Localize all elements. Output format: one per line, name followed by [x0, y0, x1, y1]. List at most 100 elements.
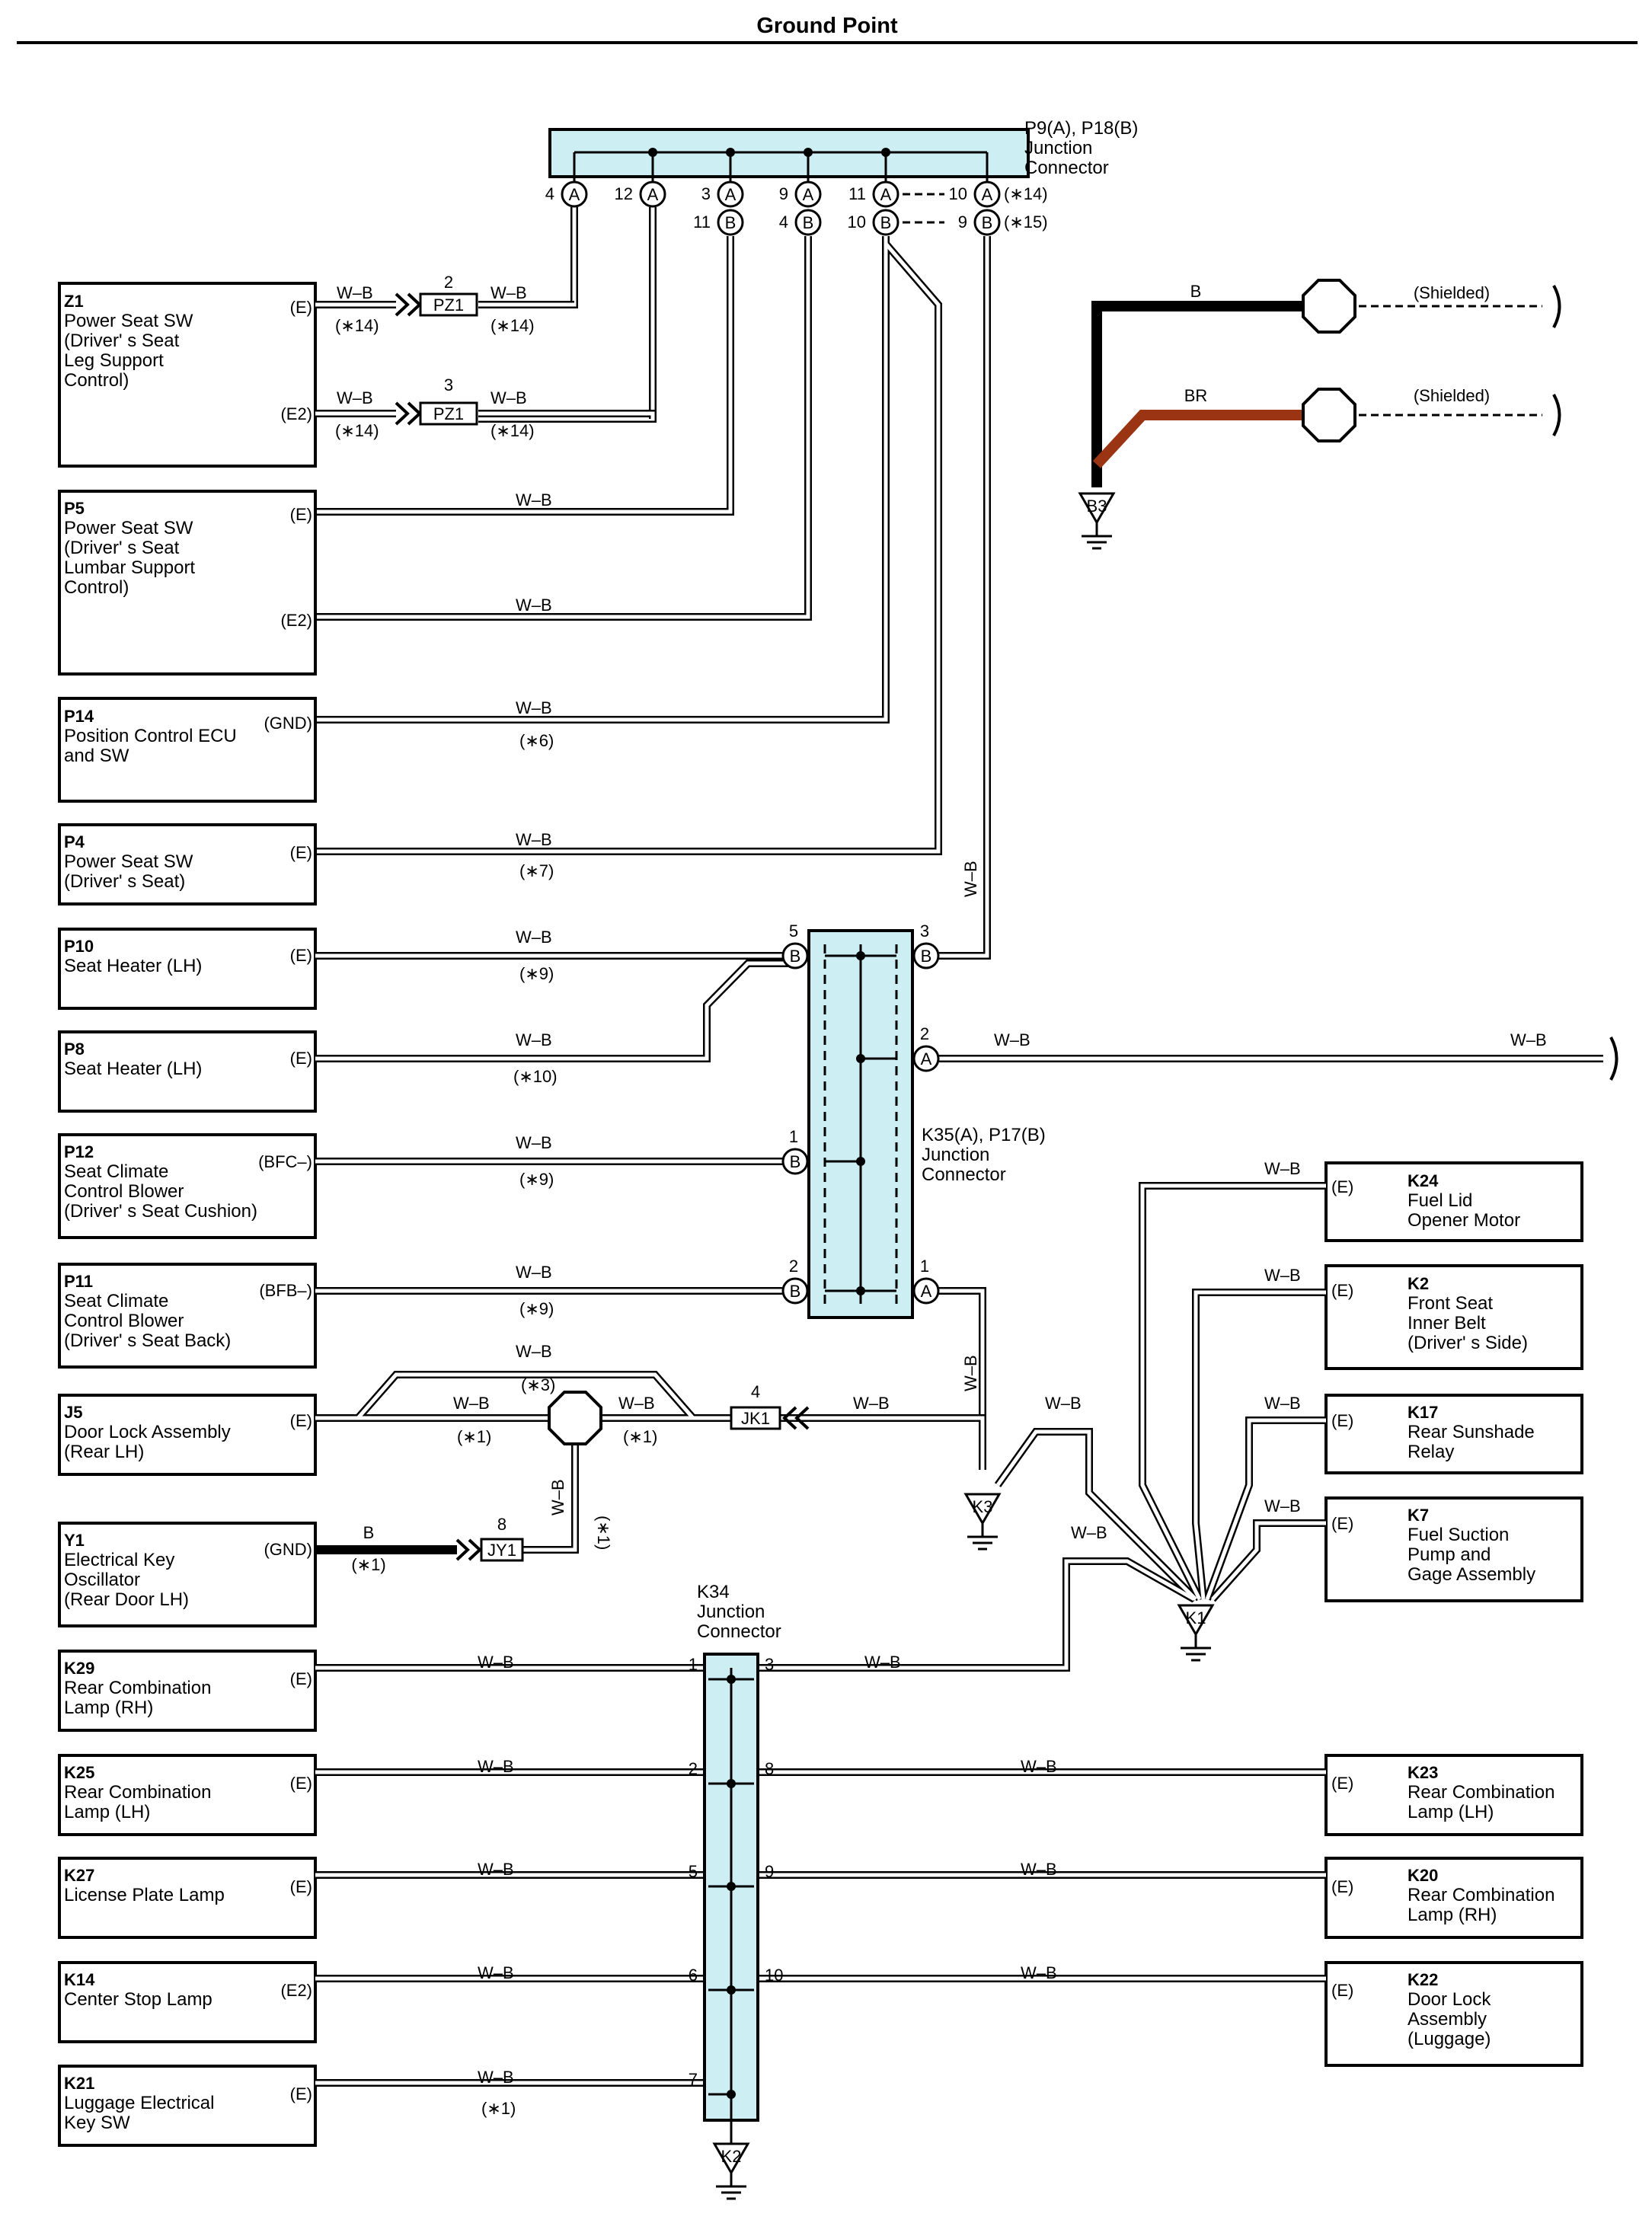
mid-junction-dots — [856, 951, 865, 1295]
svg-text:W–B: W–B — [994, 1030, 1031, 1049]
svg-text:2: 2 — [444, 273, 453, 292]
svg-text:W–B: W–B — [1021, 1860, 1057, 1879]
svg-text:Rear Combination: Rear Combination — [1408, 1885, 1555, 1905]
svg-text:(Driver' s Seat Cushion): (Driver' s Seat Cushion) — [64, 1201, 257, 1222]
svg-text:Rear Combination: Rear Combination — [1408, 1782, 1555, 1803]
component-k17: (E) K17 Rear Sunshade Relay — [1331, 1403, 1535, 1462]
svg-text:Leg Support: Leg Support — [64, 350, 164, 371]
svg-text:W–B: W–B — [516, 928, 552, 947]
svg-text:W–B: W–B — [853, 1394, 890, 1413]
svg-text:P5: P5 — [64, 499, 85, 518]
pin-a-10 — [973, 180, 1001, 208]
pin-letter: B — [725, 213, 737, 232]
svg-text:(E): (E) — [290, 1877, 312, 1896]
svg-text:W–B: W–B — [1071, 1523, 1107, 1542]
svg-text:Fuel Suction: Fuel Suction — [1408, 1525, 1509, 1545]
pz1-splice-bottom: PZ1 3 — [395, 375, 478, 426]
svg-text:W–B: W–B — [1264, 1496, 1301, 1516]
svg-text:Lamp (LH): Lamp (LH) — [1408, 1802, 1494, 1822]
svg-text:P11: P11 — [64, 1272, 93, 1291]
svg-text:(E): (E) — [1331, 1411, 1353, 1430]
svg-text:W–B: W–B — [516, 596, 552, 615]
svg-text:Lamp (RH): Lamp (RH) — [64, 1698, 153, 1718]
note-14: (∗14) — [1004, 184, 1048, 203]
svg-text:(E): (E) — [290, 1774, 312, 1793]
j5-wire-labels: W–B (∗1) W–B (∗1) W–B (∗3) W–B W–B (∗1) — [453, 1342, 890, 1550]
svg-text:3: 3 — [920, 921, 929, 941]
pin-number: 9 — [958, 212, 967, 232]
svg-text:8: 8 — [497, 1515, 506, 1534]
pin-number: 4 — [545, 184, 554, 203]
component-k14: K14 Center Stop Lamp (E2) — [64, 1970, 312, 2010]
svg-text:W–B: W–B — [478, 1963, 514, 1982]
svg-text:(∗1): (∗1) — [457, 1427, 491, 1446]
svg-text:Power Seat SW: Power Seat SW — [64, 851, 193, 872]
svg-text:P8: P8 — [64, 1040, 85, 1059]
bottom-junction-label-2: Connector — [697, 1621, 781, 1642]
svg-text:P12: P12 — [64, 1142, 94, 1161]
svg-text:Power Seat SW: Power Seat SW — [64, 518, 193, 538]
svg-text:6: 6 — [689, 1966, 698, 1985]
svg-text:Z1: Z1 — [64, 292, 84, 311]
component-p4: P4 Power Seat SW (Driver' s Seat) (E) — [64, 832, 312, 892]
svg-text:Rear Combination: Rear Combination — [64, 1678, 211, 1698]
svg-text:(E): (E) — [1331, 1177, 1353, 1196]
svg-text:JK1: JK1 — [741, 1409, 770, 1428]
left-components — [58, 282, 317, 2147]
svg-text:Y1: Y1 — [64, 1531, 85, 1550]
svg-text:(E2): (E2) — [280, 611, 312, 630]
svg-text:Control Blower: Control Blower — [64, 1311, 184, 1331]
mid-wires — [315, 952, 1603, 1470]
svg-text:W–B: W–B — [478, 1653, 514, 1672]
pin-number: 4 — [779, 212, 788, 232]
svg-text:(∗14): (∗14) — [490, 316, 535, 335]
svg-text:(Rear LH): (Rear LH) — [64, 1442, 144, 1462]
svg-text:K2: K2 — [1408, 1274, 1429, 1293]
svg-text:(∗1): (∗1) — [594, 1516, 613, 1550]
pz1-splice-top: PZ1 2 — [395, 273, 478, 317]
k1-wires — [762, 1182, 1326, 1672]
svg-text:1: 1 — [920, 1257, 929, 1276]
svg-text:(GND): (GND) — [264, 1540, 312, 1559]
k1-wire-labels: W–B W–B W–B W–B W–B W–B — [1045, 1159, 1301, 1542]
svg-text:(E): (E) — [290, 505, 312, 524]
svg-text:W–B: W–B — [961, 861, 980, 897]
component-p14: P14 Position Control ECU and SW (GND) — [64, 707, 312, 766]
svg-text:1: 1 — [689, 1655, 698, 1674]
mid-junction-pins: B B A B B A 5 3 2 1 2 1 — [781, 921, 940, 1305]
svg-text:1: 1 — [789, 1127, 798, 1146]
svg-text:3: 3 — [444, 375, 453, 394]
svg-text:Key SW: Key SW — [64, 2113, 130, 2133]
bottom-wire-labels: W–B W–B W–B W–B W–B W–B W–B W–B W–B (∗1) — [478, 1653, 1057, 2118]
mid-junction-id: K35(A), P17(B) — [922, 1125, 1046, 1145]
svg-text:(E): (E) — [290, 1411, 312, 1430]
svg-text:W–B: W–B — [490, 388, 527, 407]
svg-text:(E2): (E2) — [280, 1981, 312, 2000]
svg-text:Relay: Relay — [1408, 1442, 1454, 1462]
break-mark — [1609, 1036, 1618, 1081]
shield-wire-b: B — [1190, 282, 1202, 301]
svg-text:Lamp (RH): Lamp (RH) — [1408, 1905, 1497, 1925]
svg-text:W–B: W–B — [1021, 1963, 1057, 1982]
svg-text:W–B: W–B — [864, 1653, 901, 1672]
component-p5: P5 Power Seat SW (Driver' s Seat Lumbar … — [64, 499, 312, 630]
top-junction-label-1: Junction — [1024, 138, 1092, 158]
svg-text:Control): Control) — [64, 370, 129, 391]
component-p10: P10 Seat Heater (LH) (E) — [64, 937, 312, 976]
svg-text:(E): (E) — [290, 2084, 312, 2103]
svg-text:Oscillator: Oscillator — [64, 1570, 140, 1590]
svg-text:B: B — [790, 1152, 801, 1171]
svg-text:(E): (E) — [290, 946, 312, 965]
svg-text:K17: K17 — [1408, 1403, 1438, 1422]
svg-text:(Rear Door LH): (Rear Door LH) — [64, 1589, 189, 1610]
component-k7: (E) K7 Fuel Suction Pump and Gage Assemb… — [1331, 1506, 1535, 1585]
svg-text:(∗1): (∗1) — [623, 1427, 657, 1446]
svg-text:(GND): (GND) — [264, 714, 312, 733]
top-wires — [315, 207, 991, 960]
pin-letter: B — [803, 213, 814, 232]
pin-number: 11 — [693, 212, 711, 232]
component-k27: K27 License Plate Lamp (E) — [64, 1866, 312, 1905]
svg-text:W–B: W–B — [516, 830, 552, 849]
svg-text:Seat Climate: Seat Climate — [64, 1291, 168, 1311]
